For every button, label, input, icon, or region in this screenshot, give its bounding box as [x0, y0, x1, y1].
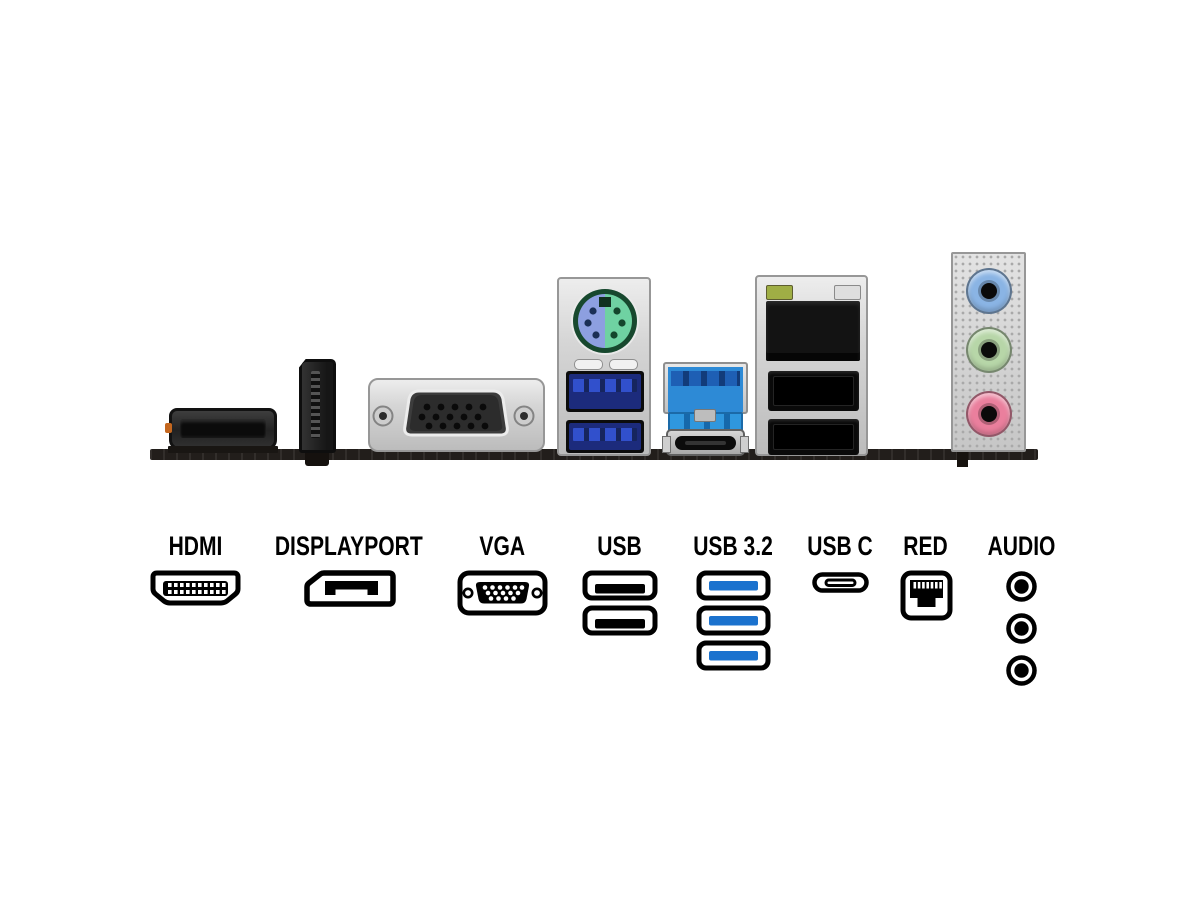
legend-audio: AUDIO [941, 531, 1101, 687]
usb3-port-icon [696, 605, 770, 636]
audio-jack-panel [951, 252, 1026, 452]
usb-type-c-port [662, 429, 749, 456]
usb-port-icon [582, 605, 658, 636]
lan-usb2-block [755, 275, 868, 456]
legend-usbc-label: USB C [807, 531, 873, 561]
legend-vga-label: VGA [479, 531, 525, 561]
ps2-block-tab [609, 359, 638, 370]
ps2-combo-port [571, 287, 639, 355]
displayport-pins [311, 371, 320, 438]
displayport-connector-icon [304, 570, 396, 607]
vga-dsub [372, 389, 535, 437]
audio-jack-icon [1005, 571, 1037, 602]
audio-jack-icon [1005, 655, 1037, 686]
usb3-port-icon [696, 640, 770, 671]
legend-usb32-label: USB 3.2 [693, 531, 773, 561]
legend-displayport: DISPLAYPORT [269, 531, 429, 608]
usb2-type-a-port [768, 419, 859, 455]
ethernet-rj45-port [766, 301, 860, 361]
legend-red-label: RED [903, 531, 949, 561]
usb-c-port-icon [811, 572, 869, 593]
lan-led-clear [834, 285, 861, 300]
legend-usbc: USB C [760, 531, 920, 593]
vga-connector-icon [457, 570, 547, 616]
ps2-block-tab [574, 359, 603, 370]
legend-usb: USB [540, 531, 700, 636]
audio-jack-line-out [966, 327, 1012, 373]
displayport-foot [305, 453, 329, 466]
audio-panel-leg [957, 452, 968, 467]
ethernet-port-icon [900, 570, 952, 621]
usb3-type-a-port [566, 420, 644, 453]
legend-audio-label: AUDIO [987, 531, 1055, 561]
hdmi-connector-icon [150, 570, 240, 606]
audio-jack-mic [966, 391, 1012, 437]
hdmi-port-slot [180, 419, 266, 438]
usb2-type-a-port [768, 371, 859, 411]
displayport-port [299, 359, 336, 453]
legend-red-lan: RED [846, 531, 1006, 621]
lan-led-green [766, 285, 793, 300]
hdmi-port-pin [165, 423, 172, 433]
hdmi-port [165, 408, 278, 453]
vga-screws [372, 405, 535, 427]
audio-jack-icon [1005, 613, 1037, 644]
legend-usb-label: USB [597, 531, 643, 561]
hdmi-port-base [168, 446, 278, 453]
legend-hdmi: HDMI [115, 531, 275, 607]
legend-vga: VGA [422, 531, 582, 616]
legend-hdmi-label: HDMI [168, 531, 222, 561]
usb32-clip [694, 409, 716, 422]
usb3-type-a-port [566, 371, 644, 412]
legend-usb32: USB 3.2 [653, 531, 813, 671]
legend-displayport-label: DISPLAYPORT [275, 531, 423, 561]
usb3-port-icon [696, 570, 770, 601]
audio-jack-line-in [966, 268, 1012, 314]
usb-port-icon [582, 570, 658, 601]
ps2-usb3-block [557, 277, 651, 456]
vga-port [368, 378, 545, 452]
usb32-type-a-port [663, 362, 748, 414]
